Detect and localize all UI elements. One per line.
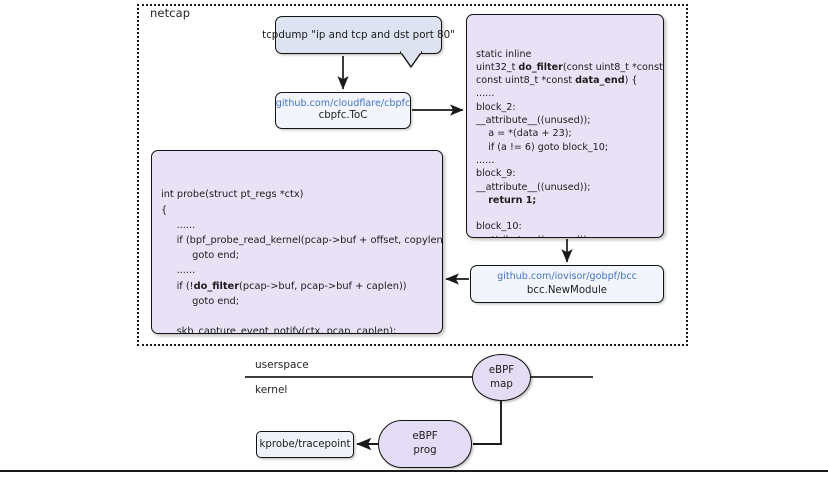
netcap-group-border [137, 4, 688, 346]
ebpf-prog-line1: eBPF [412, 431, 438, 443]
bcc-node: github.com/iovisor/gobpf/bcc bcc.NewModu… [470, 265, 664, 303]
bcc-api: bcc.NewModule [526, 284, 608, 296]
connector-map-to-prog [473, 400, 502, 445]
tcpdump-callout-tail [399, 50, 423, 68]
ebpf-prog-line2: prog [413, 445, 437, 456]
probe-code-text: int probe(struct pt_regs *ctx){ ...... i… [161, 189, 443, 334]
bottom-rule [0, 470, 828, 472]
tcpdump-callout: tcpdump "ip and tcp and dst port 80" [262, 16, 455, 54]
cbpfc-node: github.com/cloudflare/cbpfc cbpfc.ToC [275, 92, 411, 129]
userspace-label: userspace [255, 359, 309, 371]
netcap-group-label: netcap [150, 6, 191, 20]
bcc-link[interactable]: github.com/iovisor/gobpf/bcc [497, 271, 637, 283]
kprobe-tracepoint-label: kprobe/tracepoint [259, 439, 351, 450]
ebpf-prog-node: eBPF prog [378, 420, 472, 468]
kernel-label: kernel [255, 384, 288, 396]
ebpf-map-line2: map [490, 378, 513, 390]
cbpfc-link[interactable]: github.com/cloudflare/cbpfc [275, 98, 411, 110]
userspace-kernel-divider [245, 376, 593, 378]
cbpfc-api: cbpfc.ToC [318, 110, 368, 122]
probe-code-block: int probe(struct pt_regs *ctx){ ...... i… [151, 150, 443, 334]
ebpf-map-line1: eBPF [488, 364, 515, 376]
ebpf-map-node: eBPF map [472, 354, 531, 401]
kprobe-tracepoint-node: kprobe/tracepoint [256, 431, 354, 458]
tcpdump-callout-text: tcpdump "ip and tcp and dst port 80" [262, 29, 455, 41]
